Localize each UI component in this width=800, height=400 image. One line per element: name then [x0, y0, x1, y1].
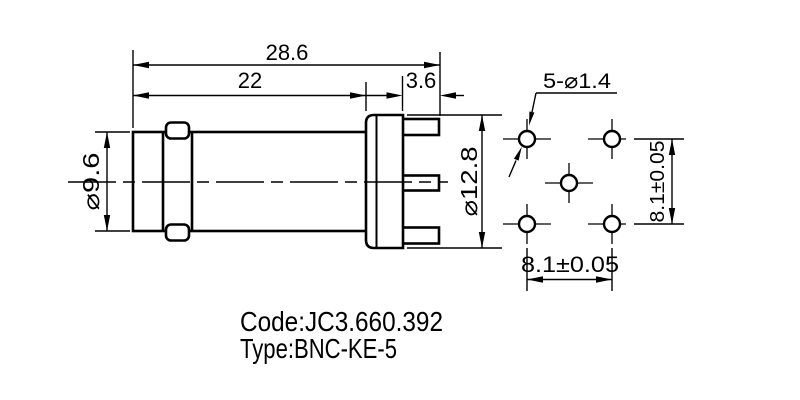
arrowhead	[103, 132, 111, 148]
pin-middle	[398, 174, 441, 192]
hole-circle	[602, 214, 622, 234]
caption: Code:JC3.660.392 Type:BNC-KE-5	[240, 306, 443, 364]
leader-line	[531, 92, 537, 113]
hole-circle	[517, 129, 537, 149]
pin-top	[398, 117, 441, 137]
arrowhead	[478, 115, 486, 131]
dim-body-diameter-label: ⌀9.6	[78, 153, 104, 211]
arrowhead	[424, 61, 440, 69]
dim-hole-pitch-vertical-label: 8.1±0.05	[647, 141, 669, 223]
hole-circle	[602, 129, 622, 149]
dim-total-length: 28.6	[132, 40, 441, 128]
arrowhead	[386, 92, 403, 99]
caption-code-line: Code:JC3.660.392	[240, 306, 443, 337]
dim-flange-diameter: ⌀12.8	[407, 114, 502, 249]
hole-circle	[517, 214, 537, 234]
arrowhead	[440, 92, 456, 99]
side-view	[68, 113, 448, 250]
dim-body-length: 22	[133, 68, 367, 111]
dim-body-length-label: 22	[238, 68, 262, 93]
arrowhead	[133, 61, 149, 69]
hole-pattern	[503, 119, 626, 244]
hole-count-callout: 5-⌀1.4	[508, 70, 617, 178]
arrowhead	[103, 215, 111, 231]
hole-bottom-left	[503, 204, 551, 244]
dim-pin-protrusion: 3.6	[366, 68, 464, 111]
arrowhead	[668, 139, 676, 155]
pin-bottom	[398, 226, 441, 245]
caption-type-line: Type:BNC-KE-5	[240, 333, 397, 364]
hole-count-label: 5-⌀1.4	[543, 70, 611, 93]
arrowhead	[350, 92, 366, 99]
hole-top-left	[503, 119, 551, 159]
leader-line	[508, 160, 517, 178]
bayonet-lug-bottom	[164, 223, 191, 242]
hole-top-right	[588, 119, 626, 159]
dim-hole-pitch-horizontal-label: 8.1±0.05	[521, 252, 619, 277]
dim-hole-pitch-vertical: 8.1±0.05	[634, 138, 684, 225]
leader-arrowhead	[529, 111, 535, 126]
hole-center	[545, 163, 593, 203]
arrowhead	[668, 208, 676, 224]
arrowhead	[527, 276, 543, 283]
arrowhead	[478, 232, 486, 248]
leader-arrowhead	[513, 146, 522, 161]
dim-body-diameter: ⌀9.6	[78, 131, 130, 232]
dim-flange-diameter-label: ⌀12.8	[456, 147, 482, 217]
arrowhead	[133, 92, 149, 99]
dim-pin-protrusion-label: 3.6	[406, 68, 437, 93]
dim-hole-pitch-horizontal: 8.1±0.05	[521, 248, 619, 291]
arrowhead	[596, 276, 612, 283]
hole-bottom-right	[588, 204, 626, 244]
bayonet-lug-top	[164, 121, 191, 140]
dim-total-length-label: 28.6	[266, 40, 309, 65]
hole-circle	[559, 173, 579, 193]
